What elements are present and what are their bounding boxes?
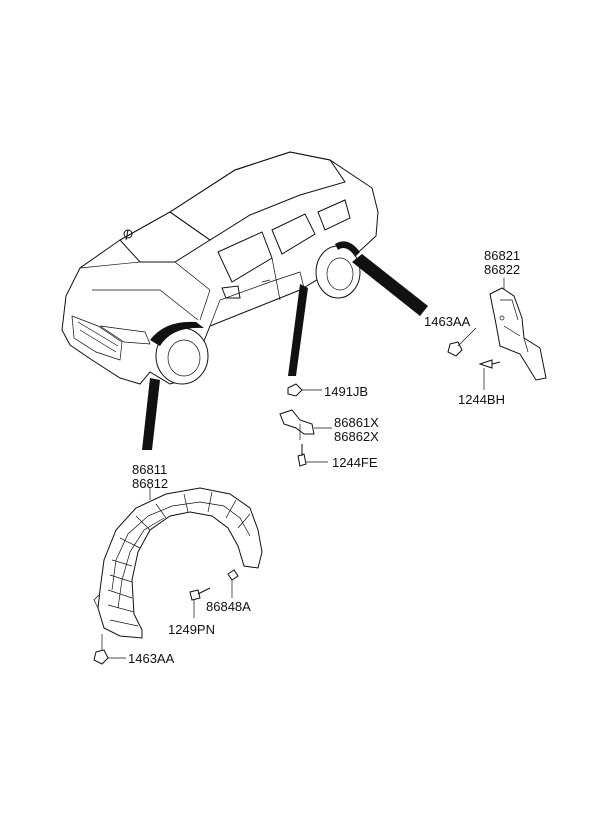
front-nut	[93, 634, 126, 665]
label-1244bh: 1244BH	[458, 392, 505, 407]
label-1244fe: 1244FE	[332, 455, 378, 470]
rear-screw	[478, 359, 501, 390]
front-liner	[93, 487, 263, 639]
label-86811: 86811	[132, 462, 167, 477]
front-screw	[189, 587, 211, 618]
car-illustration	[61, 151, 428, 450]
label-86822: 86822	[484, 262, 520, 277]
bracket-group	[279, 383, 332, 467]
front-retainer	[227, 569, 239, 598]
label-1491jb: 1491JB	[324, 384, 368, 399]
label-86861x: 86861X	[334, 415, 379, 430]
rear-nut	[447, 327, 477, 357]
label-1463aa-rear: 1463AA	[424, 314, 471, 329]
label-1463aa-front: 1463AA	[128, 651, 175, 666]
rear-mud-guard	[489, 278, 547, 381]
label-86821: 86821	[484, 248, 520, 263]
label-86812: 86812	[132, 476, 168, 491]
label-86862x: 86862X	[334, 429, 379, 444]
label-1249pn: 1249PN	[168, 622, 215, 637]
label-86848a: 86848A	[206, 599, 251, 614]
